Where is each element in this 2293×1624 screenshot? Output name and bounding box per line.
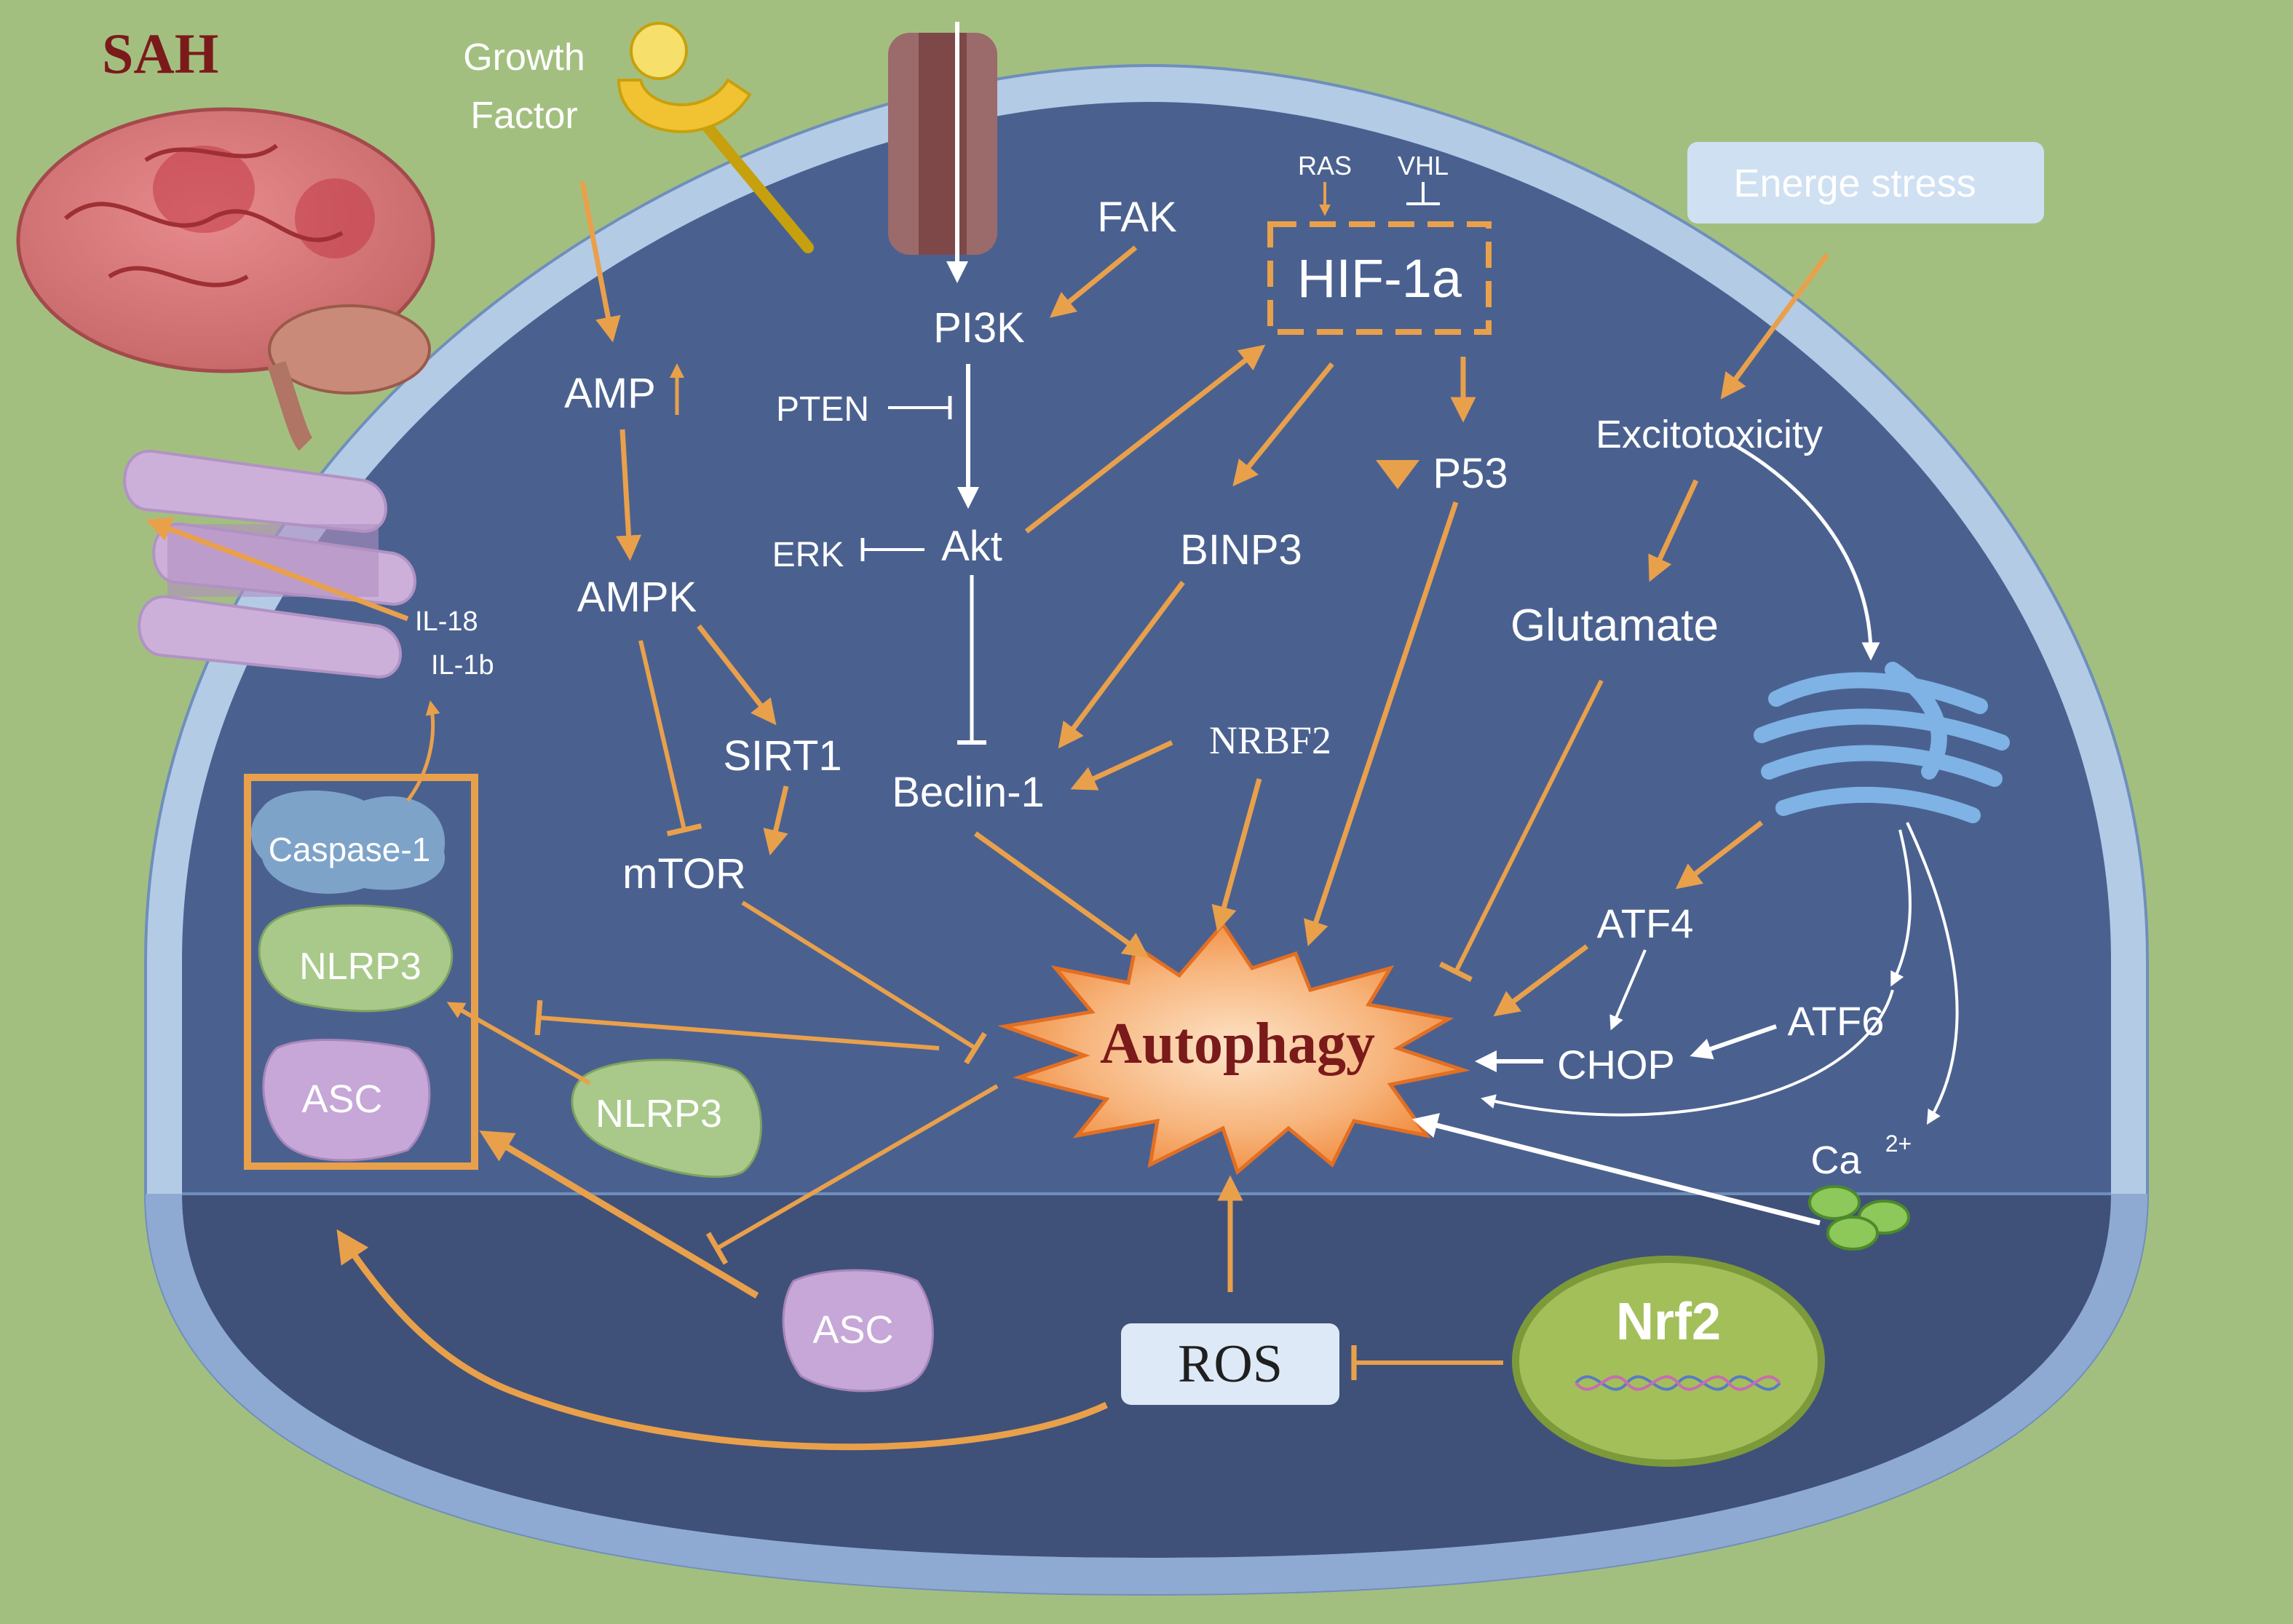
hif1a-label: HIF-1a (1297, 248, 1462, 309)
calcium-label: Ca (1810, 1138, 1861, 1182)
binp3-label: BINP3 (1180, 526, 1302, 574)
energy-stress-label: Energe stress (1733, 162, 1976, 205)
asc-protein-icon (262, 1038, 431, 1162)
caspase-to-cytokine-arrow (405, 700, 440, 802)
beclin1-to-autophagy-arrow (973, 831, 1149, 959)
asc-to-inflammasome-arrow (479, 1130, 759, 1299)
ampk-to-sirt1-arrow (697, 624, 777, 726)
er-to-atf4-arrow (1675, 820, 1764, 890)
il18-label: IL-18 (415, 606, 478, 637)
nrbf2-label: NRBF2 (1209, 718, 1331, 762)
free-nlrp3-protein (571, 1058, 762, 1179)
binp3-to-beclin1-arrow (1058, 580, 1185, 749)
akt-label: Akt (941, 523, 1002, 570)
nlrp3-free-label: NLRP3 (595, 1092, 722, 1136)
sirt1-label: SIRT1 (723, 732, 841, 780)
beclin1-label: Beclin-1 (892, 769, 1045, 816)
excitotoxicity-to-glutamate-arrow (1648, 479, 1699, 582)
caspase-protein-icon (251, 791, 445, 894)
endoplasmic-reticulum-icon (1754, 662, 2010, 823)
p53-label: P53 (1433, 450, 1508, 497)
hif1a-box (1267, 221, 1492, 335)
atf4-label: ATF4 (1597, 900, 1694, 946)
membrane-channel-icon (888, 33, 997, 255)
nlrp3-protein-icon (258, 904, 454, 1013)
p53-marker (1376, 460, 1419, 489)
autophagy-burst (997, 921, 1470, 1176)
autophagy-label: Autophagy (1100, 1012, 1375, 1076)
energy-stress-to-excitotoxicity-arrow (1720, 253, 1829, 400)
nlrp3-box-label: NLRP3 (299, 946, 421, 988)
akt-to-hif1a-arrow (1024, 344, 1266, 534)
asc-box-label: ASC (301, 1077, 382, 1121)
nrf2-label: Nrf2 (1616, 1293, 1721, 1351)
nrf2-nucleus (1512, 1256, 1825, 1467)
free-asc-protein (782, 1269, 934, 1393)
fak-label: FAK (1097, 194, 1177, 241)
er-to-atf6-arrow (1890, 829, 1912, 987)
cytokine-channel-icon (123, 449, 416, 679)
fak-to-pi3k-arrow (1049, 245, 1138, 318)
sah-title: SAH (102, 22, 218, 85)
cytokine-release-arrow (146, 517, 409, 622)
ampk-label: AMPK (577, 574, 697, 621)
growth-factor-label-2: Factor (470, 95, 577, 137)
growth-factor-to-amp-arrow (579, 181, 621, 343)
erk-label: ERK (772, 536, 844, 574)
mtor-inhibit-autophagy (741, 900, 987, 1065)
nrbf2-to-autophagy-arrow (1211, 778, 1262, 932)
excitotoxicity-to-er-arrow (1731, 442, 1880, 661)
calcium-store-icon (1808, 1185, 1910, 1251)
growth-factor-receptor-icon (617, 22, 814, 253)
p53-to-autophagy-arrow (1304, 501, 1459, 946)
calcium-to-autophagy-arrow (1411, 1113, 1821, 1226)
vhl-label: VHL (1398, 151, 1449, 181)
growth-factor-label-1: Growth (463, 36, 585, 79)
dna-helix-icon (1575, 1375, 1781, 1391)
nrbf2-to-beclin1-arrow (1070, 740, 1173, 791)
atf6-to-chop-arrow (1690, 1024, 1777, 1060)
autophagy-inhibit-inflammasome (534, 999, 940, 1050)
atf6-label: ATF6 (1788, 998, 1885, 1044)
nlrp3-to-inflammasome-arrow (446, 1002, 591, 1085)
sirt1-to-mtor-arrow (763, 785, 789, 856)
asc-free-label: ASC (812, 1308, 893, 1352)
energy-stress-box (1687, 142, 2044, 223)
mtor-label: mTOR (622, 850, 746, 898)
inflammasome-box (244, 774, 478, 1170)
ampk-inhibit-mtor (638, 640, 702, 836)
atf4-to-chop-arrow (1609, 949, 1647, 1031)
brain-icon (16, 107, 435, 451)
amp-label: AMP (564, 370, 656, 417)
glutamate-inhibit-autophagy (1438, 679, 1604, 982)
pi3k-label: PI3K (933, 304, 1025, 352)
ras-label: RAS (1298, 151, 1352, 181)
atf4-to-autophagy-arrow (1493, 944, 1589, 1017)
glutamate-label: Glutamate (1510, 601, 1719, 651)
hif1a-to-binp3-arrow (1232, 362, 1334, 487)
autophagy-inhibit-asc (705, 1084, 999, 1265)
il1b-label: IL-1b (431, 650, 494, 681)
excitotoxicity-label: Excitotoxicity (1596, 413, 1823, 456)
ros-to-inflammasome-arrow (336, 1229, 1108, 1451)
caspase1-label: Caspase-1 (269, 831, 430, 868)
chop-label: CHOP (1557, 1042, 1675, 1088)
calcium-superscript: 2+ (1885, 1130, 1912, 1157)
ros-label: ROS (1178, 1334, 1283, 1394)
pten-label: PTEN (776, 390, 869, 429)
amp-to-ampk-arrow (616, 429, 642, 561)
er-calcium-to-autophagy-arrow (1481, 989, 1894, 1117)
ros-box (1121, 1323, 1339, 1405)
er-to-calcium-arrow (1906, 822, 1959, 1125)
